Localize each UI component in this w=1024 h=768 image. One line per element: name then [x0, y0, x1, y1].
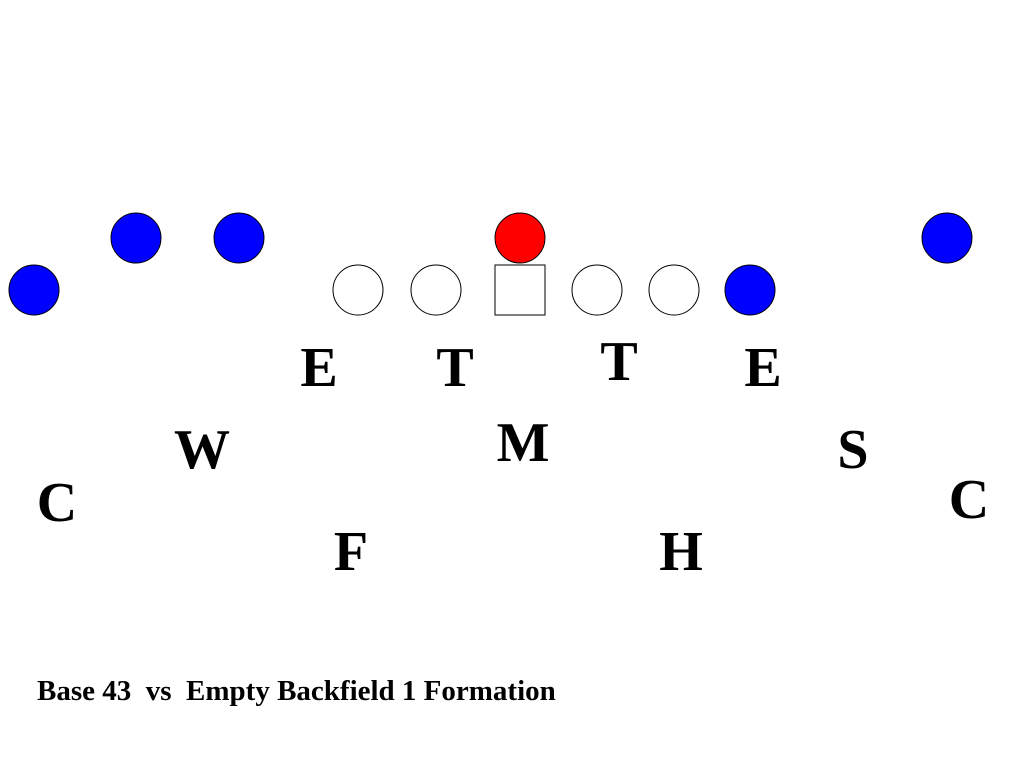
- receiver-far-right: [921, 212, 973, 264]
- defense-right-end: E: [744, 337, 782, 399]
- formation-caption: Base 43 vs Empty Backfield 1 Formation: [37, 675, 556, 707]
- receiver-right-tight: [724, 264, 776, 316]
- defense-left-tackle: T: [436, 337, 474, 399]
- defense-middle-linebacker: M: [496, 412, 550, 474]
- right-guard: [571, 264, 623, 316]
- defense-right-tackle: T: [600, 331, 638, 393]
- defense-weak-linebacker: W: [174, 419, 230, 481]
- quarterback: [494, 212, 546, 264]
- right-tackle: [648, 264, 700, 316]
- left-tackle: [332, 264, 384, 316]
- defense-left-end: E: [300, 337, 338, 399]
- receiver-left-outer: [110, 212, 162, 264]
- center: [494, 264, 546, 316]
- receiver-far-left: [8, 264, 60, 316]
- defense-left-corner: C: [36, 472, 78, 534]
- defense-strong-linebacker: S: [837, 419, 869, 481]
- left-guard: [410, 264, 462, 316]
- defense-right-corner: C: [948, 469, 990, 531]
- defense-free-safety: F: [333, 521, 369, 583]
- defense-strong-safety: H: [659, 521, 703, 583]
- receiver-left-inner: [213, 212, 265, 264]
